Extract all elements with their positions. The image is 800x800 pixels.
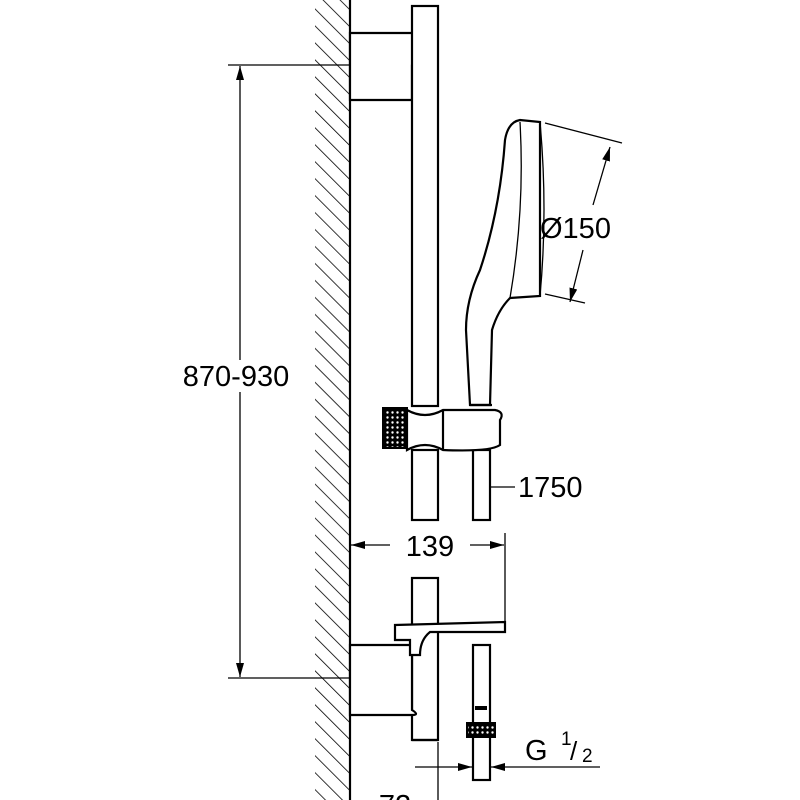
slide-rail-mid bbox=[410, 448, 440, 522]
thread-fraction-num: 1 bbox=[561, 729, 572, 750]
slide-rail-upper bbox=[410, 4, 440, 408]
projection-label: 139 bbox=[406, 531, 454, 563]
slider-holder bbox=[405, 408, 503, 452]
thread-fraction-slash: / bbox=[570, 736, 578, 766]
hose-fitting-mark bbox=[475, 706, 487, 710]
thread-label: G bbox=[525, 735, 548, 767]
hand-shower bbox=[464, 118, 542, 407]
shower-rim bbox=[509, 121, 522, 299]
bottom-wall-bracket bbox=[348, 643, 418, 717]
slider-knob bbox=[382, 407, 408, 449]
wall-hatching bbox=[315, 0, 350, 800]
hose-length-label: 1750 bbox=[518, 472, 583, 504]
top-wall-bracket bbox=[348, 31, 418, 102]
shower-face bbox=[539, 121, 545, 297]
hose-nut bbox=[466, 722, 496, 738]
soap-dish bbox=[393, 620, 507, 657]
hose-lower bbox=[471, 643, 492, 782]
hose-upper bbox=[471, 448, 492, 522]
bottom-dimension-label: 72 bbox=[379, 790, 411, 800]
slide-rail-lower bbox=[410, 576, 440, 742]
height-range-label: 870-930 bbox=[183, 361, 289, 393]
thread-fraction-den: 2 bbox=[582, 746, 593, 767]
head-diameter-label: Ø150 bbox=[540, 213, 611, 245]
